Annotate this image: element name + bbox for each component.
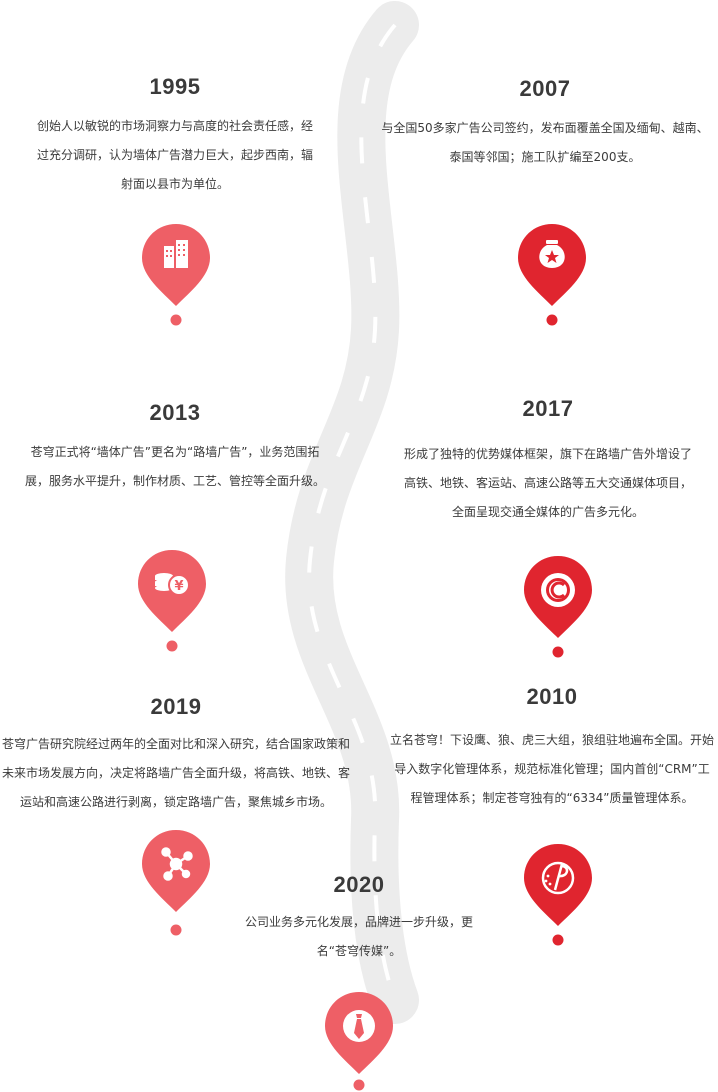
year-label: 2010: [526, 684, 578, 709]
money-bag-icon: [539, 240, 565, 268]
year-label: 1995: [149, 74, 201, 99]
year-label: 2013: [149, 400, 201, 425]
building-icon: [164, 240, 188, 268]
network-icon: [161, 847, 193, 881]
desc-line: 形成了独特的优势媒体框架，旗下在路墙广告外增设了: [403, 447, 692, 461]
map-pin-marker: [516, 220, 588, 330]
entry-description: 立名苍穹！下设鹰、狼、虎三大组，狼组驻地遍布全国。开始 导入数字化管理体系，规范…: [386, 726, 718, 813]
map-pin-marker: [140, 220, 212, 330]
desc-line: 导入数字化管理体系，规范标准化管理；国内首创“CRM”工: [394, 762, 710, 776]
desc-line: 公司业务多元化发展，品牌进一步升级，更: [244, 915, 473, 929]
desc-line: 苍穹正式将“墙体广告”更名为“路墙广告”，业务范围拓: [30, 445, 320, 459]
year-label: 2017: [522, 396, 574, 421]
desc-line: 苍穹广告研究院经过两年的全面对比和深入研究，结合国家政策和: [1, 737, 350, 751]
necktie-icon: [343, 1010, 375, 1042]
year-label: 2007: [519, 76, 571, 101]
entry-description: 形成了独特的优势媒体框架，旗下在路墙广告外增设了 高铁、地铁、客运站、高速公路等…: [398, 440, 698, 527]
map-pin-marker: ¥: [136, 546, 208, 656]
coins-icon: ¥: [155, 573, 190, 596]
entry-description: 苍穹正式将“墙体广告”更名为“路墙广告”，业务范围拓 展，服务水平提升，制作材质…: [20, 438, 330, 496]
desc-line: 创始人以敏锐的市场洞察力与高度的社会责任感，经: [36, 119, 313, 133]
timeline-entry-1995: 1995 创始人以敏锐的市场洞察力与高度的社会责任感，经 过充分调研，认为墙体广…: [20, 74, 330, 199]
desc-line: 展，服务水平提升，制作材质、工艺、管控等全面升级。: [24, 474, 325, 488]
desc-line: 运站和高速公路进行剥离，锁定路墙广告，聚焦城乡市场。: [19, 795, 332, 809]
desc-line: 与全国50多家广告公司签约，发布面覆盖全国及缅甸、越南、: [381, 121, 709, 135]
desc-line: 过充分调研，认为墙体广告潜力巨大，起步西南，辐: [36, 148, 313, 162]
map-pin-marker: [522, 552, 594, 662]
timeline-entry-2010: 2010 立名苍穹！下设鹰、狼、虎三大组，狼组驻地遍布全国。开始 导入数字化管理…: [386, 684, 718, 813]
timeline-entry-2013: 2013 苍穹正式将“墙体广告”更名为“路墙广告”，业务范围拓 展，服务水平提升…: [20, 400, 330, 496]
copyright-icon: [541, 573, 575, 607]
svg-text:¥: ¥: [174, 579, 183, 594]
entry-description: 创始人以敏锐的市场洞察力与高度的社会责任感，经 过充分调研，认为墙体广告潜力巨大…: [20, 112, 330, 199]
entry-description: 苍穹广告研究院经过两年的全面对比和深入研究，结合国家政策和 未来市场发展方向，决…: [0, 730, 352, 817]
desc-line: 泰国等邻国；施工队扩编至200支。: [449, 150, 641, 164]
year-label: 2020: [333, 872, 385, 897]
map-pin-marker: [522, 840, 594, 950]
map-pin-marker: [140, 826, 212, 936]
desc-line: 高铁、地铁、客运站、高速公路等五大交通媒体项目，: [403, 476, 692, 490]
entry-description: 与全国50多家广告公司签约，发布面覆盖全国及缅甸、越南、 泰国等邻国；施工队扩编…: [372, 114, 718, 172]
desc-line: 全面呈现交通全媒体的广告多元化。: [451, 505, 644, 519]
desc-line: 射面以县市为单位。: [120, 177, 229, 191]
timeline-entry-2020: 2020 公司业务多元化发展，品牌进一步升级，更 名“苍穹传媒”。: [230, 872, 488, 966]
timeline-entry-2019: 2019 苍穹广告研究院经过两年的全面对比和深入研究，结合国家政策和 未来市场发…: [0, 694, 352, 817]
map-pin-marker: [323, 988, 395, 1092]
entry-description: 公司业务多元化发展，品牌进一步升级，更 名“苍穹传媒”。: [230, 908, 488, 966]
year-label: 2019: [150, 694, 202, 719]
desc-line: 名“苍穹传媒”。: [316, 944, 402, 958]
brand-logo-icon: [541, 861, 575, 895]
timeline-entry-2017: 2017 形成了独特的优势媒体框架，旗下在路墙广告外增设了 高铁、地铁、客运站、…: [398, 396, 698, 527]
timeline-entry-2007: 2007 与全国50多家广告公司签约，发布面覆盖全国及缅甸、越南、 泰国等邻国；…: [372, 76, 718, 172]
desc-line: 立名苍穹！下设鹰、狼、虎三大组，狼组驻地遍布全国。开始: [389, 733, 714, 747]
desc-line: 程管理体系；制定苍穹独有的“6334”质量管理体系。: [410, 791, 694, 805]
desc-line: 未来市场发展方向，决定将路墙广告全面升级，将高铁、地铁、客: [1, 766, 350, 780]
